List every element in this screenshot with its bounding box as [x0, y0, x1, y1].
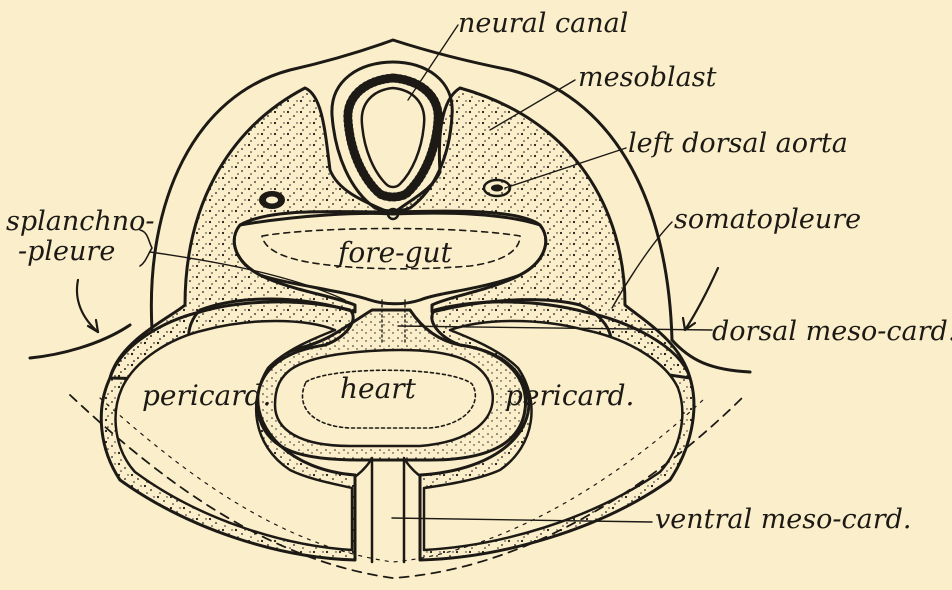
label-splanchno-line1: splanchno-	[6, 206, 155, 237]
label-heart: heart	[340, 372, 417, 405]
label-splanchno-line2: -pleure	[18, 236, 115, 267]
label-dorsal-meso-card: dorsal meso-card.	[712, 316, 952, 347]
label-pericard-left: pericard.	[142, 379, 271, 412]
label-pericard-right: pericard.	[505, 379, 634, 412]
label-ventral-meso-card: ventral meso-card.	[655, 504, 912, 535]
label-neural-canal: neural canal	[458, 8, 628, 39]
left-flank	[30, 325, 130, 358]
label-mesoblast: mesoblast	[578, 62, 717, 93]
ventral-mesocardium	[372, 460, 404, 562]
neural-canal	[362, 88, 424, 187]
label-fore-gut: fore-gut	[336, 236, 453, 269]
label-left-dorsal-aorta: left dorsal aorta	[628, 128, 848, 159]
label-somatopleure: somatopleure	[674, 204, 861, 235]
left-arrow	[77, 280, 98, 332]
leader-neural-canal	[408, 25, 458, 100]
